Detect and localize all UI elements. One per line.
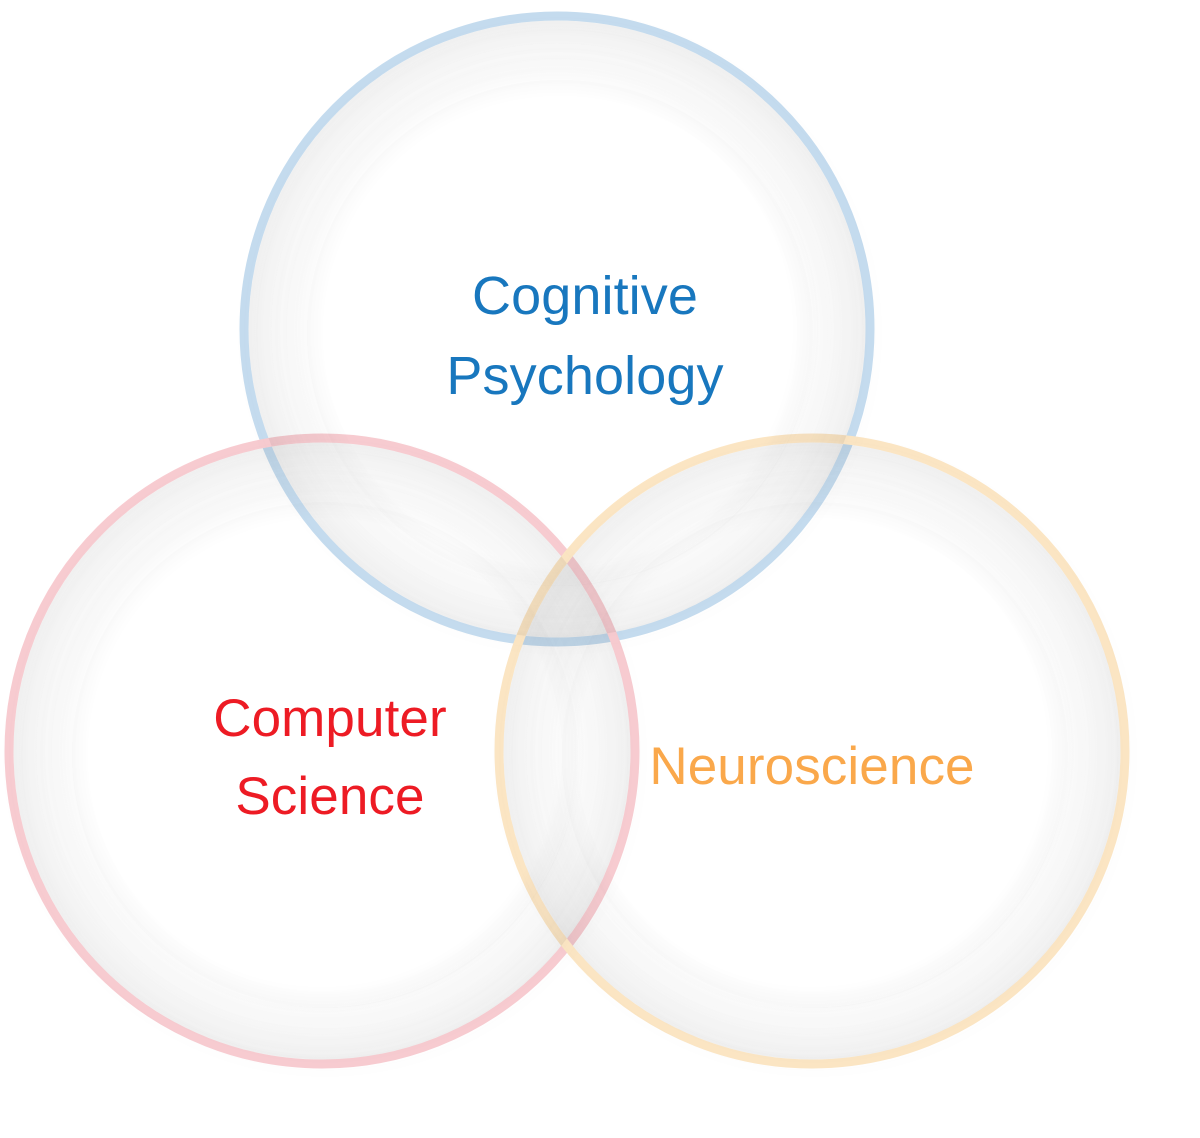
shadow-neuroscience bbox=[503, 442, 1121, 1060]
circle-neuroscience[interactable] bbox=[494, 433, 1130, 1069]
circle-cognitive-psychology[interactable] bbox=[239, 11, 875, 647]
label-computer-science: Computer Science bbox=[213, 689, 447, 827]
label-cognitive-psychology: Cognitive Psychology bbox=[446, 266, 724, 406]
circle-computer-science[interactable] bbox=[4, 433, 640, 1069]
shadow-computer-science bbox=[13, 442, 631, 1060]
label-neuroscience: Neuroscience bbox=[649, 737, 975, 796]
circle-shadow-layer bbox=[13, 20, 1121, 1060]
circle-stroke-layer bbox=[4, 11, 1130, 1069]
